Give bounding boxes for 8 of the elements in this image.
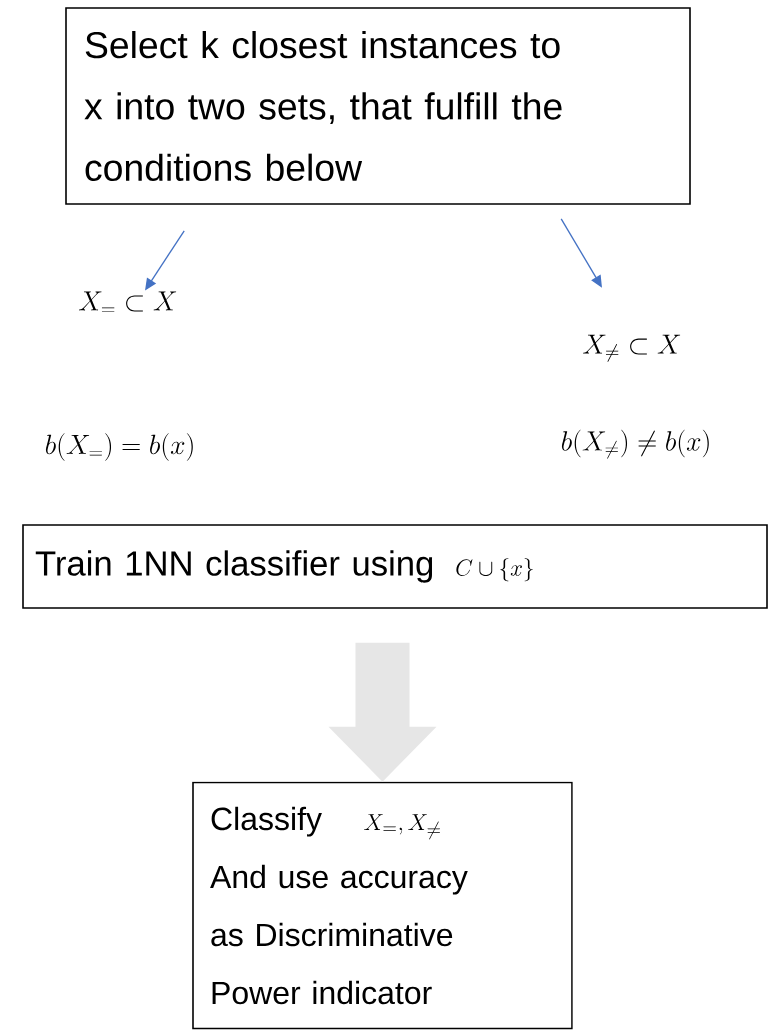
formula-label: $b(X_{=}) = b(x)$: [45, 433, 193, 461]
formula-label: $b(X_{\neq}) \neq b(x)$: [561, 429, 709, 459]
process-box: Train 1NN classifier using $C \cup \{x\}$: [22, 524, 768, 609]
process-box: Classify $X_{=}, X_{\neq}$ And use accuracy as Discriminative Power indicator: [192, 781, 573, 1030]
formula-text: $X_{=} \subset X$: [79, 291, 177, 312]
formula-text: $X_{\neq} \subset X$: [583, 334, 681, 362]
process-box: Select k closest instances to x into two sets, that fulfill the conditions below: [65, 7, 691, 205]
block-arrow: [328, 642, 437, 782]
